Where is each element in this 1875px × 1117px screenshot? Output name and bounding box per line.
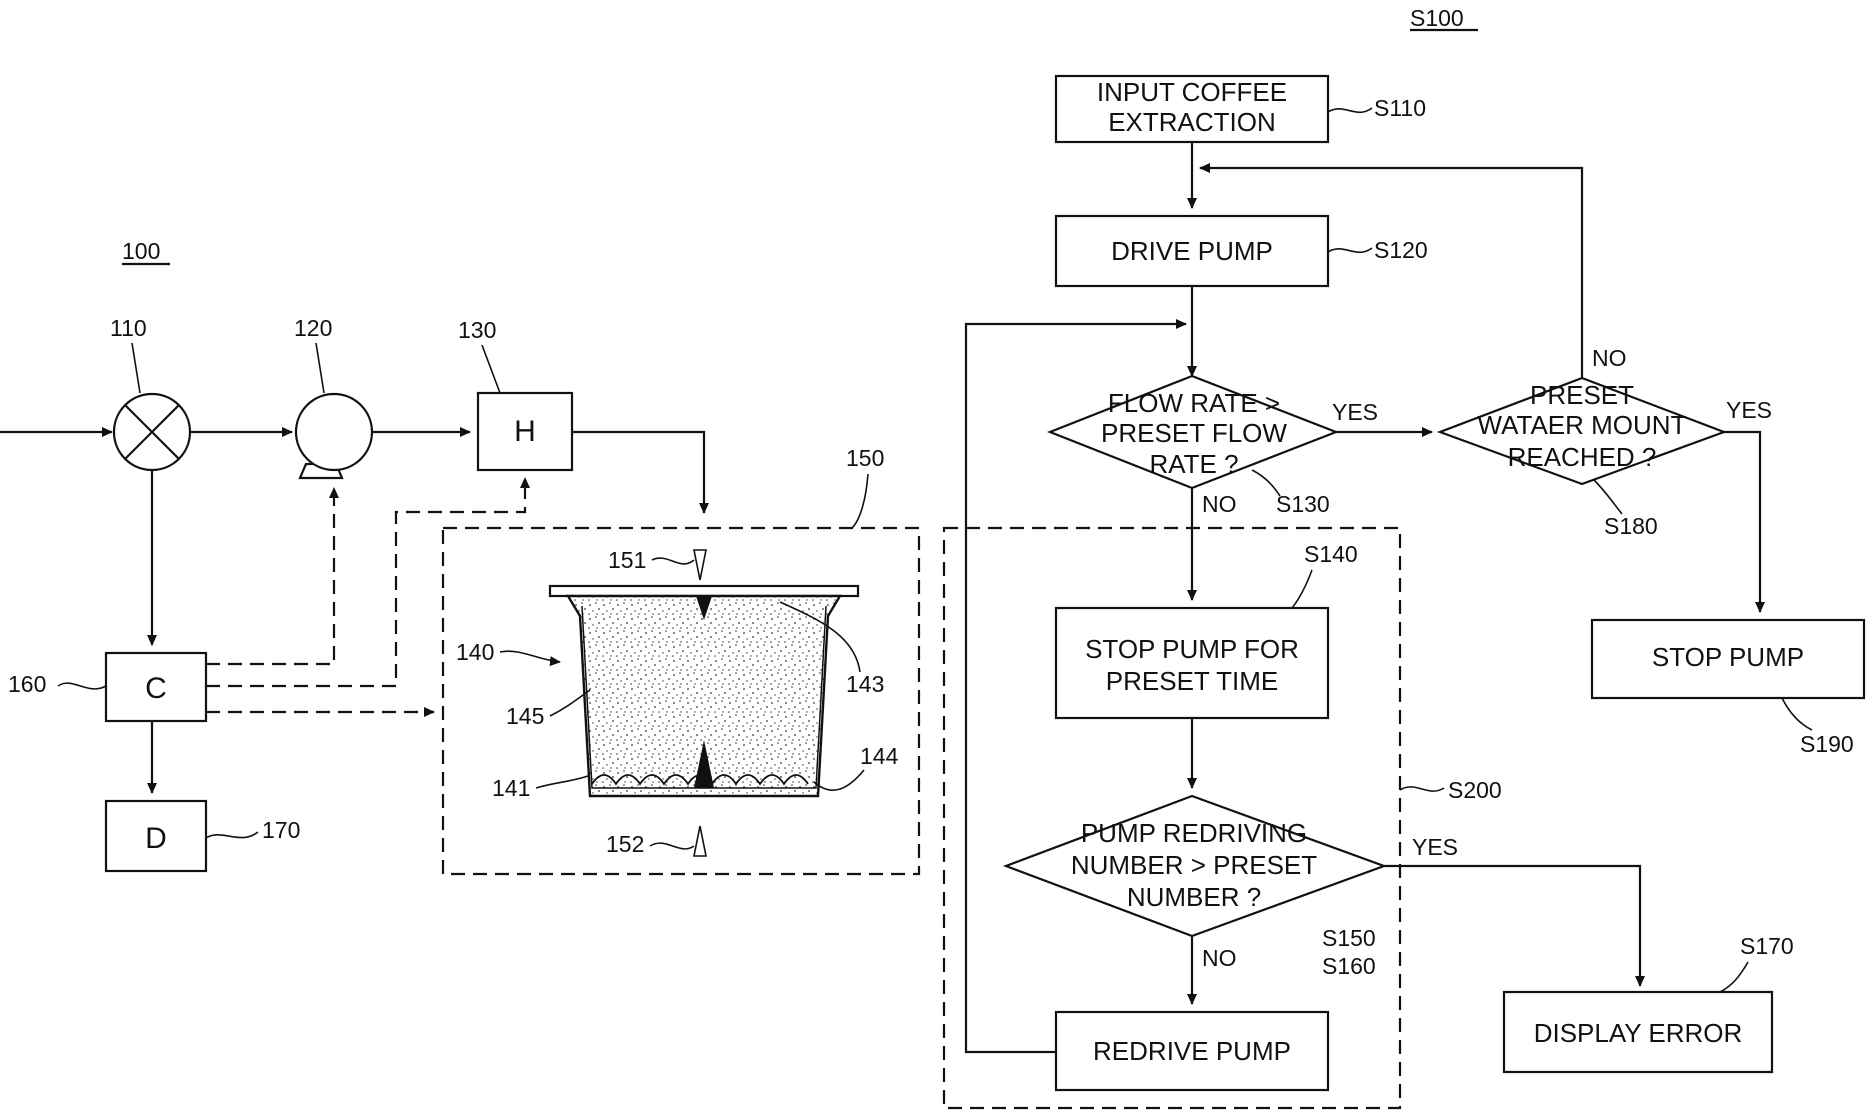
step-s110-tag: S110 [1374, 95, 1426, 121]
heater-to-chamber-line [572, 432, 704, 513]
pump-label: 120 [294, 315, 332, 341]
valve-icon [114, 394, 190, 470]
step-s110-leader [1328, 108, 1372, 112]
decision-s180-no: NO [1592, 345, 1627, 371]
decision-s180-line3: REACHED ? [1508, 442, 1657, 472]
heater-letter: H [514, 415, 536, 448]
decision-s180-leader [1594, 480, 1622, 514]
step-s120-leader [1328, 248, 1372, 252]
controller-leader [58, 683, 106, 689]
inlet-leader [652, 558, 694, 564]
bottom-filter-label: 144 [860, 743, 899, 769]
outlet-label: 152 [606, 831, 644, 857]
wall-leader [536, 776, 588, 788]
capsule-leader [500, 651, 560, 662]
redrive-group-tag: S200 [1448, 777, 1502, 803]
step-s110-line1: INPUT COFFEE [1097, 77, 1287, 107]
decision-s180-tag: S180 [1604, 513, 1658, 539]
step-s140-tag: S140 [1304, 541, 1358, 567]
redrive-group-leader [1400, 787, 1444, 791]
step-s190-leader [1782, 698, 1812, 730]
figure-label-s100: S100 [1410, 5, 1464, 31]
step-s170-text: DISPLAY ERROR [1534, 1018, 1743, 1048]
top-filter-label: 143 [846, 671, 884, 697]
chamber-label: 150 [846, 445, 884, 471]
step-s120-text: DRIVE PUMP [1111, 236, 1273, 266]
step-s140-leader [1292, 570, 1312, 608]
display-letter: D [145, 822, 167, 855]
figure-label-100: 100 [122, 238, 160, 264]
pump-leader [316, 343, 324, 393]
heater-label: 130 [458, 317, 496, 343]
step-s120-tag: S120 [1374, 237, 1428, 263]
decision-s150-line2: NUMBER > PRESET [1071, 850, 1317, 880]
control-line-to-pump [206, 488, 334, 664]
decision-s180-line2: WATAER MOUNT [1478, 410, 1687, 440]
s180-yes-to-s190-line [1724, 432, 1760, 612]
outlet-leader [650, 843, 694, 849]
step-s160-text: REDRIVE PUMP [1093, 1036, 1291, 1066]
controller-letter: C [145, 672, 167, 705]
valve-leader [132, 343, 140, 393]
decision-s130-line1: FLOW RATE > [1108, 388, 1280, 418]
pump-icon [296, 394, 372, 478]
decision-s130-yes: YES [1332, 399, 1378, 425]
step-s160-tag: S160 [1322, 953, 1376, 979]
body-label: 145 [506, 703, 544, 729]
inlet-label: 151 [608, 547, 646, 573]
step-s170-tag: S170 [1740, 933, 1794, 959]
decision-s130-tag: S130 [1276, 491, 1330, 517]
inlet-marker [694, 550, 706, 580]
decision-s130-line3: RATE ? [1149, 449, 1238, 479]
chamber-leader [852, 474, 868, 528]
display-leader [206, 832, 258, 838]
display-label: 170 [262, 817, 300, 843]
controller-label: 160 [8, 671, 46, 697]
decision-s130-no: NO [1202, 491, 1237, 517]
step-s140-line2: PRESET TIME [1106, 666, 1278, 696]
decision-s150-line3: NUMBER ? [1127, 882, 1261, 912]
valve-label: 110 [110, 315, 147, 341]
heater-leader [482, 345, 500, 393]
wall-label: 141 [492, 775, 530, 801]
decision-s150-line1: PUMP REDRIVING [1081, 818, 1307, 848]
s150-yes-to-s170-line [1384, 866, 1640, 986]
decision-s180-yes: YES [1726, 397, 1772, 423]
decision-s150-yes: YES [1412, 834, 1458, 860]
step-s140-line1: STOP PUMP FOR [1085, 634, 1299, 664]
decision-s150-no: NO [1202, 945, 1237, 971]
capsule-label: 140 [456, 639, 494, 665]
bottom-filter-leader [814, 770, 864, 790]
decision-s180-line1: PRESET [1530, 380, 1634, 410]
step-s190-text: STOP PUMP [1652, 642, 1804, 672]
step-s190-tag: S190 [1800, 731, 1854, 757]
step-s170-leader [1720, 962, 1748, 992]
outlet-marker [694, 826, 706, 856]
decision-s150-tag: S150 [1322, 925, 1376, 951]
decision-s130-line2: PRESET FLOW [1101, 418, 1287, 448]
step-s110-line2: EXTRACTION [1108, 107, 1276, 137]
